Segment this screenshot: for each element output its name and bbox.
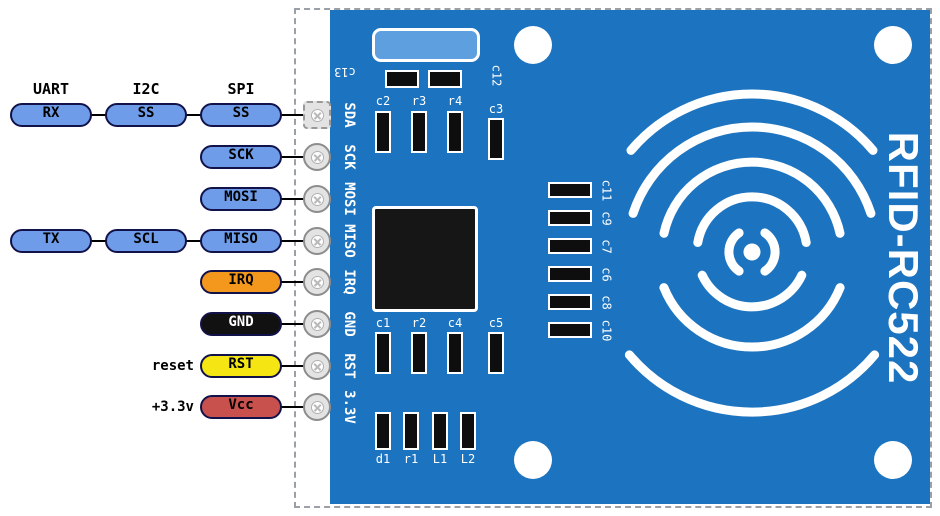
cap-d1 [375,412,391,450]
component-label-r4: r4 [447,94,463,108]
cap-c7 [548,238,592,254]
cap-c5 [488,332,504,374]
cap-top-b [428,70,462,88]
pin-mosi [303,185,331,213]
pill-tx: TX [10,229,92,253]
pin-hole-icon [310,192,324,206]
module-outline [294,8,932,508]
cap-c6 [548,266,592,282]
cap-c11 [548,182,592,198]
cap-c2 [375,111,391,153]
component-label-c13: c13 [334,65,356,79]
cap-top-a [385,70,419,88]
component-label-l1: L1 [432,452,448,466]
cap-c4 [447,332,463,374]
bus-header-uart: UART [32,80,70,98]
cap-r3 [411,111,427,153]
pill-gnd: GND [200,312,282,336]
label-3v3: +3.3v [151,399,194,415]
pin-vcc [303,393,331,421]
component-label-c2: c2 [375,94,391,108]
pin-sda [303,101,331,129]
cap-c9 [548,210,592,226]
bus-header-spi: SPI [227,80,255,98]
crystal-oscillator [372,28,480,62]
cap-r1 [403,412,419,450]
mounting-hole-top-left [514,26,552,64]
component-label-c7: c7 [599,239,614,254]
cap-r4 [447,111,463,153]
pill-scl: SCL [105,229,187,253]
component-label-d1: d1 [375,452,391,466]
pill-ss-spi: SS [200,103,282,127]
component-label-r3: r3 [411,94,427,108]
board-title: RFID-RC522 [880,131,927,385]
pill-vcc: Vcc [200,395,282,419]
component-label-l2: L2 [460,452,476,466]
mfrc522-ic-chip [372,206,478,312]
component-label-c12: c12 [489,64,504,87]
pcb-board: SDA SCK MOSI MISO IRQ GND RST 3.3V c13 c… [330,10,930,504]
pin-hole-icon [310,275,324,289]
pin-hole-icon [310,317,324,331]
cap-c1 [375,332,391,374]
mounting-hole-top-right [874,26,912,64]
component-label-c10: c10 [599,319,614,342]
component-label-c6: c6 [599,267,614,282]
pill-irq: IRQ [200,270,282,294]
pill-mosi: MOSI [200,187,282,211]
pin-irq [303,268,331,296]
component-label-c3: c3 [488,102,504,116]
component-label-c4: c4 [447,316,463,330]
mounting-hole-bottom-right [874,441,912,479]
pill-ss-i2c: SS [105,103,187,127]
pin-hole-icon [310,234,324,248]
pill-rst: RST [200,354,282,378]
pin-hole-icon [310,359,324,373]
mounting-hole-bottom-left [514,441,552,479]
cap-c8 [548,294,592,310]
pin-hole-icon [310,400,324,414]
cap-c3 [488,118,504,160]
label-reset: reset [151,358,194,374]
pill-miso: MISO [200,229,282,253]
component-label-c5: c5 [488,316,504,330]
pill-sck: SCK [200,145,282,169]
pin-hole-icon [310,108,324,122]
pin-rst [303,352,331,380]
component-label-r2: r2 [411,316,427,330]
pill-rx: RX [10,103,92,127]
cap-r2 [411,332,427,374]
component-label-c8: c8 [599,295,614,310]
antenna-waves-icon [624,89,880,417]
pin-sck [303,143,331,171]
pin-gnd [303,310,331,338]
component-label-c1: c1 [375,316,391,330]
pin-miso [303,227,331,255]
component-label-c11: c11 [599,179,614,202]
component-label-c9: c9 [599,211,614,226]
bus-header-i2c: I2C [132,80,160,98]
cap-c10 [548,322,592,338]
cap-l2 [460,412,476,450]
board-pin-label-3v3: 3.3V [341,390,357,424]
cap-l1 [432,412,448,450]
component-label-r1: r1 [403,452,419,466]
pin-hole-icon [310,150,324,164]
